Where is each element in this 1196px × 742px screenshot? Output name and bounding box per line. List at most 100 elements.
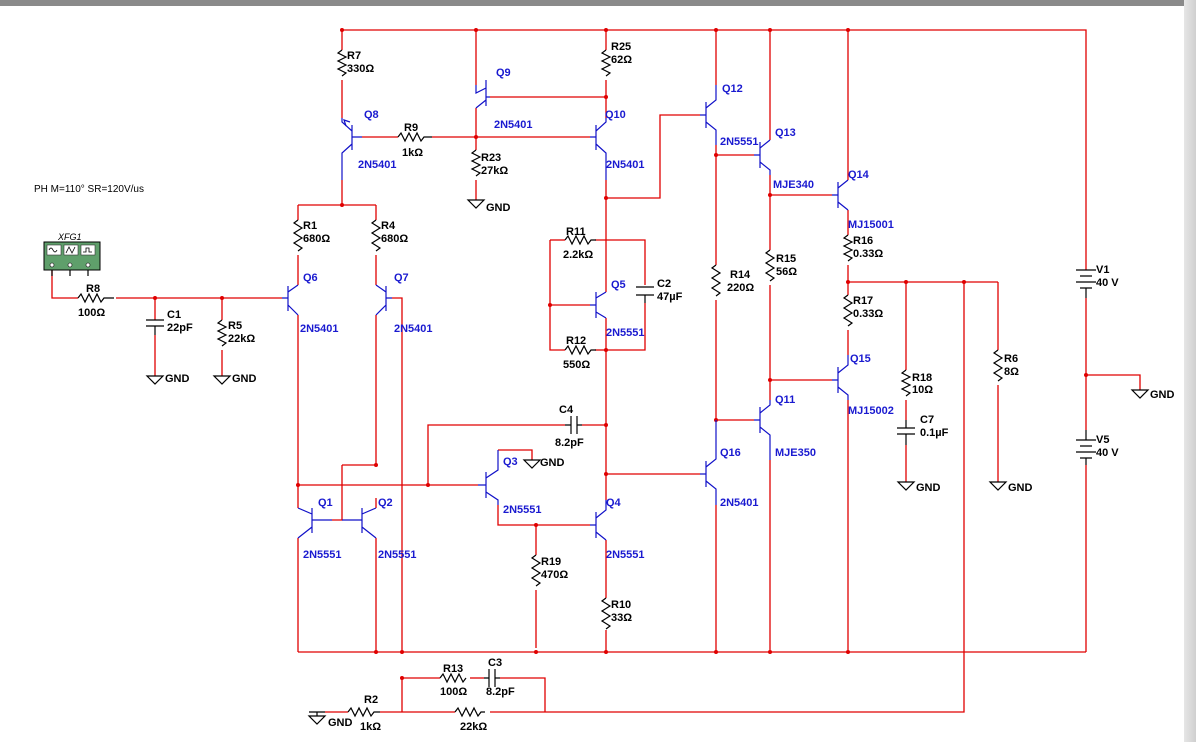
r13-value: 100Ω <box>440 686 467 698</box>
c3-symbol <box>484 669 500 687</box>
gnd-q3-icon <box>522 459 542 469</box>
q7-symbol <box>375 284 392 316</box>
r17-symbol <box>842 294 854 327</box>
r7-ref: R7 <box>347 50 361 62</box>
schematic-labels: PH M=110° SR=120V/us XFG1 R1 680Ω R2 1kΩ… <box>34 41 1175 733</box>
wires <box>51 29 1141 713</box>
gnd-label: GND <box>232 373 257 385</box>
r2-ref: R2 <box>364 694 378 706</box>
r25-value: 62Ω <box>611 54 632 66</box>
v1-value: 40 V <box>1096 277 1119 289</box>
q9-ref: Q9 <box>496 67 511 79</box>
r15-value: 56Ω <box>776 266 797 278</box>
c7-value: 0.1µF <box>920 427 949 439</box>
c7-ref: C7 <box>920 414 934 426</box>
c7-symbol <box>897 427 915 435</box>
xfg1-label: XFG1 <box>57 232 82 242</box>
r16-symbol <box>842 234 854 262</box>
r14-symbol <box>710 264 722 297</box>
q5-symbol <box>590 291 607 319</box>
q3-ref: Q3 <box>503 456 518 468</box>
q11-symbol <box>754 400 771 460</box>
r12-symbol <box>564 344 596 356</box>
q9-part: 2N5401 <box>494 119 533 131</box>
r12-value: 550Ω <box>563 359 590 371</box>
r6-value: 8Ω <box>1004 366 1019 378</box>
r18-value: 10Ω <box>912 384 933 396</box>
r18-ref: R18 <box>912 372 932 384</box>
r14-ref: R14 <box>730 269 751 281</box>
q15-ref: Q15 <box>850 353 871 365</box>
r10-ref: R10 <box>611 599 631 611</box>
r19-symbol <box>530 554 542 587</box>
c3-value: 8.2pF <box>486 686 515 698</box>
gnd-r5-icon <box>212 375 232 385</box>
r5-ref: R5 <box>228 320 242 332</box>
junction-dots <box>153 28 1088 680</box>
q7-part: 2N5401 <box>394 323 433 335</box>
transistor-symbols <box>282 80 849 541</box>
r8-symbol <box>77 292 114 304</box>
c2-symbol <box>636 286 654 296</box>
r17-value: 0.33Ω <box>853 308 883 320</box>
r10-value: 33Ω <box>611 612 632 624</box>
q11-part: MJE350 <box>775 447 816 459</box>
c3-ref: C3 <box>488 657 502 669</box>
q3-part: 2N5551 <box>503 504 542 516</box>
c1-symbol <box>146 319 164 327</box>
q7-ref: Q7 <box>394 272 409 284</box>
r23-symbol <box>470 149 482 177</box>
r14-value: 220Ω <box>727 282 754 294</box>
q16-part: 2N5401 <box>720 497 759 509</box>
r5-symbol <box>216 319 228 347</box>
q10-part: 2N5401 <box>606 159 645 171</box>
gnd-r2-icon <box>307 711 327 725</box>
gnd-label: GND <box>486 202 511 214</box>
gnd-label: GND <box>1150 389 1175 401</box>
c1-ref: C1 <box>167 309 181 321</box>
r12-ref: R12 <box>566 335 586 347</box>
r19-ref: R19 <box>541 556 561 568</box>
q14-symbol <box>832 179 849 211</box>
q2-symbol <box>342 507 377 539</box>
q2-part: 2N5551 <box>378 549 417 561</box>
q5-ref: Q5 <box>611 279 626 291</box>
c4-symbol <box>565 416 582 434</box>
r17-ref: R17 <box>853 295 873 307</box>
r25-ref: R25 <box>611 41 631 53</box>
q6-symbol <box>282 284 299 316</box>
r19-value: 470Ω <box>541 569 568 581</box>
gnd-label: GND <box>328 717 353 729</box>
gnd-label: GND <box>1008 482 1033 494</box>
q4-part: 2N5551 <box>606 549 645 561</box>
r4-ref: R4 <box>381 220 396 232</box>
r8-value: 100Ω <box>78 307 105 319</box>
c4-value: 8.2pF <box>555 437 584 449</box>
r22-value: 22kΩ <box>460 721 487 733</box>
r2-value: 1kΩ <box>360 721 381 733</box>
v1-symbol <box>1076 269 1096 289</box>
r11-symbol <box>564 234 596 246</box>
r1-ref: R1 <box>303 220 317 232</box>
q8-part: 2N5401 <box>358 159 397 171</box>
q10-symbol <box>590 118 607 180</box>
q13-ref: Q13 <box>775 127 796 139</box>
capacitor-symbols <box>146 286 915 687</box>
q8-symbol <box>341 118 362 180</box>
q15-symbol <box>832 355 849 400</box>
resistor-symbols <box>77 49 1004 718</box>
ground-symbols <box>145 199 1150 725</box>
vertical-scrollbar[interactable] <box>1184 0 1196 742</box>
c4-ref: C4 <box>559 404 574 416</box>
r13-symbol <box>439 672 467 684</box>
r8-ref: R8 <box>86 283 100 295</box>
gnd-label: GND <box>165 373 190 385</box>
r5-value: 22kΩ <box>228 333 255 345</box>
q14-ref: Q14 <box>848 169 870 181</box>
v1-ref: V1 <box>1096 264 1109 276</box>
r25-symbol <box>600 49 612 77</box>
q15-part: MJ15002 <box>848 405 894 417</box>
gnd-label: GND <box>916 482 941 494</box>
